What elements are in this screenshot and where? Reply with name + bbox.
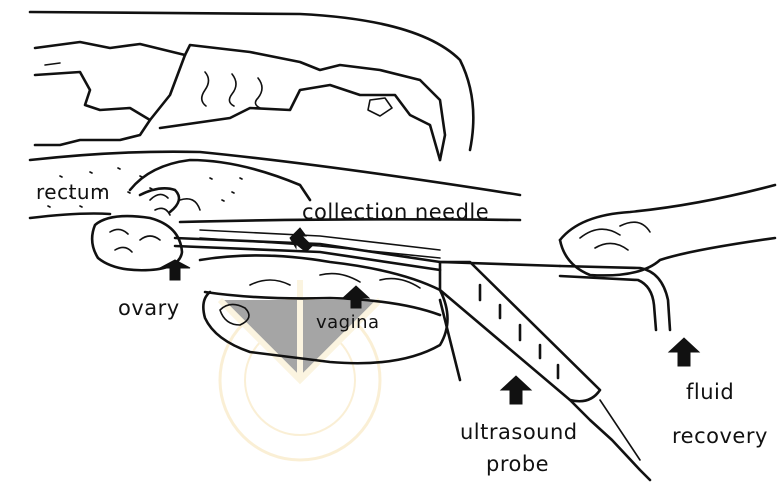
label-ovary: ovary [118, 296, 180, 320]
arrow-fluid [669, 338, 699, 366]
operator-hand [560, 185, 775, 275]
ultrasound-probe [440, 262, 650, 480]
label-ultrasound-line2: probe [486, 452, 549, 476]
spine-bones [30, 12, 473, 160]
label-fluid-line2: recovery [672, 424, 768, 448]
label-collection-needle: collection needle [302, 200, 489, 224]
ovary [92, 216, 182, 270]
arrow-needle [290, 228, 312, 252]
label-fluid-line1: fluid [686, 380, 734, 404]
arrow-ovary [160, 260, 190, 280]
arrow-ultrasound [501, 376, 531, 404]
label-ultrasound-line1: ultrasound [460, 420, 578, 444]
collection-needle [175, 238, 560, 270]
label-vagina: vagina [316, 312, 380, 333]
label-rectum: rectum [36, 180, 110, 204]
